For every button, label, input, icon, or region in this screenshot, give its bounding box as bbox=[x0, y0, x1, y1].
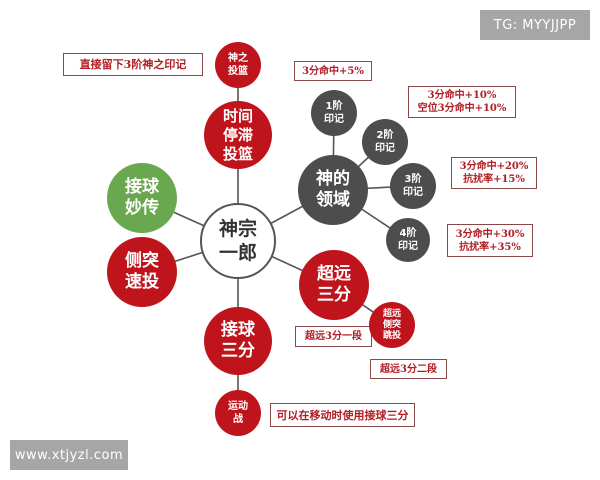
note-mark3: 3分命中+20% 抗扰率+15% bbox=[451, 157, 537, 189]
node-center-character: 神宗 一郎 bbox=[200, 203, 276, 279]
node-mark4: 4阶 印记 bbox=[386, 218, 430, 262]
node-divine-shot: 神之 投篮 bbox=[215, 42, 261, 88]
node-long-three: 超远 三分 bbox=[299, 250, 369, 320]
note-divine-shot: 直接留下3阶神之印记 bbox=[63, 53, 203, 76]
note-mark1: 3分命中+5% bbox=[294, 61, 372, 81]
watermark-top-right: TG: MYYJJPP bbox=[480, 10, 590, 40]
node-divine-domain: 神的 领域 bbox=[298, 155, 368, 225]
note-long-three-2: 超远3分二段 bbox=[370, 359, 447, 379]
note-moving-fight: 可以在移动时使用接球三分 bbox=[270, 403, 415, 427]
node-side-quick-shot: 侧突 速投 bbox=[107, 237, 177, 307]
watermark-bottom-left: www.xtjyzl.com bbox=[10, 440, 128, 470]
node-catch-pass: 接球 妙传 bbox=[107, 163, 177, 233]
node-moving-fight: 运动 战 bbox=[215, 390, 261, 436]
node-time-stop-shot: 时间 停滞 投篮 bbox=[204, 101, 272, 169]
node-catch-three: 接球 三分 bbox=[204, 307, 272, 375]
node-long-side-jump: 超远 侧突 跳投 bbox=[369, 302, 415, 348]
node-mark1: 1阶 印记 bbox=[311, 90, 357, 136]
node-mark2: 2阶 印记 bbox=[362, 119, 408, 165]
note-mark4: 3分命中+30% 抗扰率+35% bbox=[447, 224, 533, 257]
note-long-three-1: 超远3分一段 bbox=[295, 326, 372, 347]
note-mark2: 3分命中+10% 空位3分命中+10% bbox=[408, 86, 516, 118]
node-mark3: 3阶 印记 bbox=[390, 163, 436, 209]
